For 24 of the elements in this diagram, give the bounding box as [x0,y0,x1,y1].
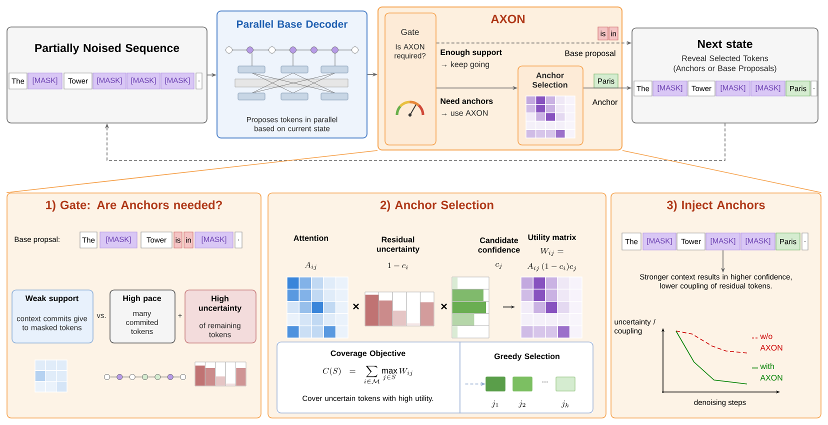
arrow [104,123,726,161]
node-label: $j_k$ [561,400,569,408]
connector-line [6,150,378,193]
edge-label: Anchor [591,98,619,106]
label-text: Enough support [440,49,502,57]
selected-token-square: $j_k$ [556,376,576,408]
legend-entry: with AXON [752,363,782,381]
column-heading: Residual uncertainty [376,236,420,254]
column-heading: Candidate confidence [478,237,520,253]
multiply-sign: × [441,304,447,310]
formula: $A_{ij}\,(1-c_i)c_j$ [527,262,576,272]
legend-entry: w/o AXON [752,333,782,351]
selected-token-square: $j_2$ [512,376,532,408]
formula: $1 - c_i$ [388,262,408,270]
node-label: $j_2$ [518,400,526,408]
column-heading: Utility matrix [528,234,576,242]
multiply-sign: × [353,304,359,310]
formula: $c_j$ [496,263,502,269]
column-heading: Attention [294,235,328,241]
selected-token-square: $j_1$ [486,376,506,408]
formula: $W_{ij} =$ [540,248,564,256]
node-label: $j_1$ [492,400,498,408]
connector-line [622,150,822,193]
formula: $A_{ij}$ [304,262,316,270]
